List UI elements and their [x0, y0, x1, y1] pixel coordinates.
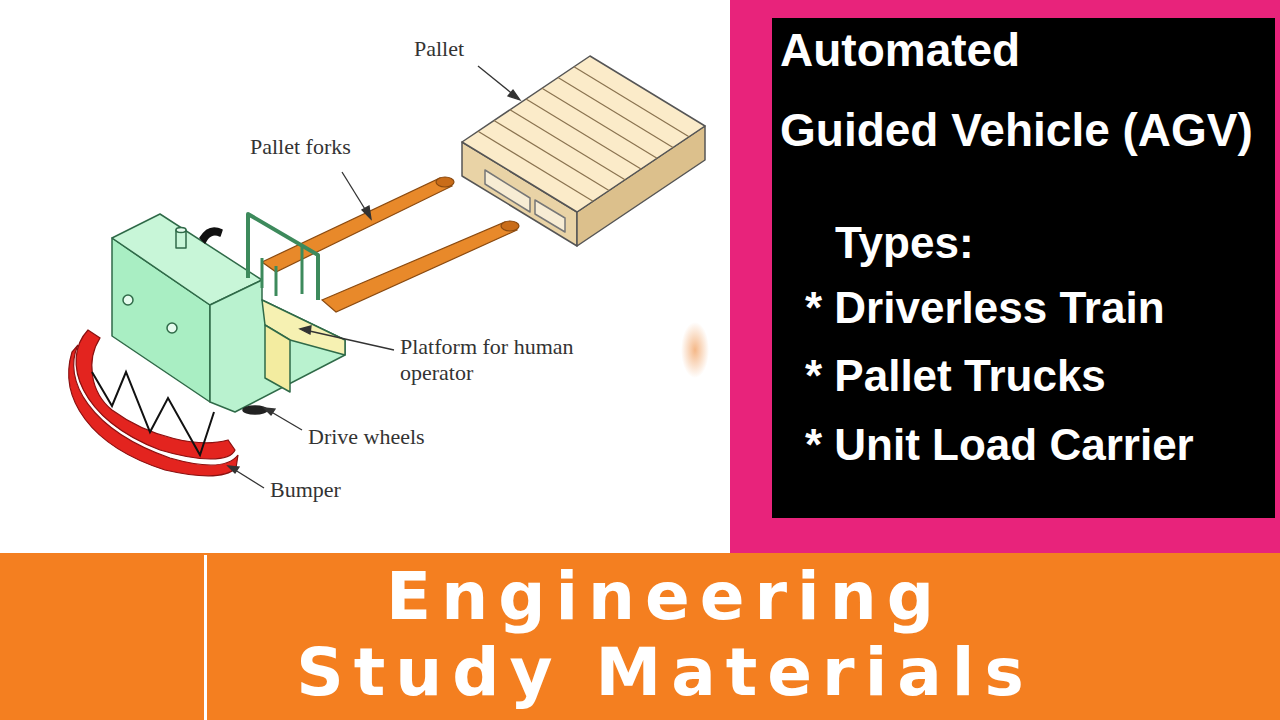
pallet-slat: [510, 110, 625, 180]
part-label: Platform for human operator: [400, 334, 575, 386]
leader-lines: [228, 66, 520, 488]
pallet-slat: [574, 67, 689, 137]
line-spacer: [1080, 10, 1267, 90]
part-label: Pallet forks: [250, 134, 380, 160]
bumper-front: [69, 345, 238, 476]
heading-text: Automated Guided Vehicle (AGV): [780, 24, 1253, 156]
footer-band: Engineering Study Materials: [0, 553, 1280, 720]
faint-blob: [681, 322, 709, 378]
bumper-struts: [92, 372, 214, 455]
pallet-slat: [558, 78, 673, 148]
heading-wrap: Automated Guided Vehicle (AGV): [780, 10, 1267, 170]
divider-line: [204, 555, 207, 720]
footer-title: Engineering Study Materials: [296, 558, 1033, 711]
part-label: Pallet: [414, 36, 494, 62]
pallet: [462, 56, 705, 246]
type-item: * Driverless Train: [805, 283, 1165, 333]
band-text-wrap: Engineering Study Materials: [237, 559, 1093, 711]
pallet-slat: [526, 99, 641, 169]
title-box: Automated Guided Vehicle (AGV) Types: * Dr…: [772, 18, 1275, 518]
pallet-slat: [494, 121, 609, 191]
pink-panel: [730, 0, 1280, 555]
type-item: * Unit Load Carrier: [805, 420, 1194, 470]
type-item: * Pallet Trucks: [805, 351, 1106, 401]
truck-body: [112, 214, 345, 414]
part-label: Drive wheels: [308, 424, 448, 450]
part-label: Bumper: [270, 477, 370, 503]
types-heading: Types:: [835, 218, 974, 268]
pallet-slat: [542, 88, 657, 158]
